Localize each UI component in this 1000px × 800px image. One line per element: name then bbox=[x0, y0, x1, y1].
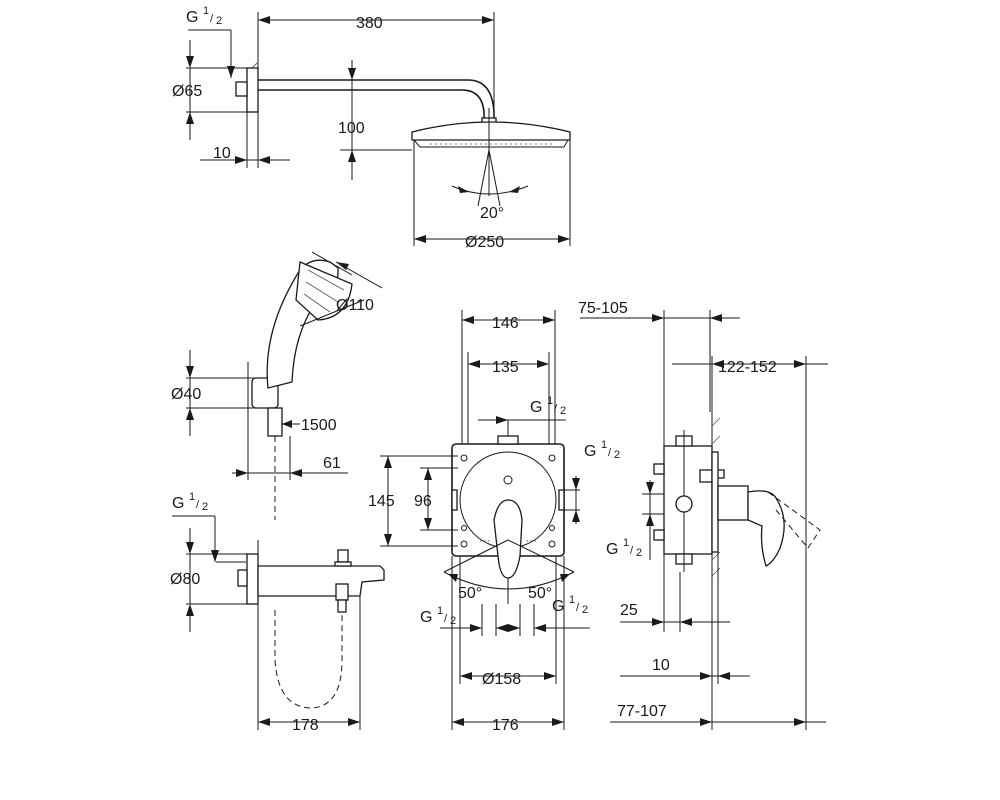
bottom-right-thread-slash: / bbox=[576, 602, 580, 614]
head-tilt-label: 20° bbox=[480, 205, 504, 222]
mixer-side-view: 75-105 122-152 G 1 / 2 25 10 77-107 bbox=[578, 300, 828, 730]
bottom-left-thread-label: G bbox=[420, 609, 432, 626]
bottom-left-thread-num: 1 bbox=[437, 605, 443, 617]
rosette-dia-label: Ø158 bbox=[482, 671, 521, 688]
head-thread-den: 2 bbox=[216, 15, 222, 27]
arm-length-label: 380 bbox=[356, 15, 383, 32]
spout-thread-slash: / bbox=[196, 499, 200, 511]
hand-shower-view: Ø110 Ø40 1500 61 bbox=[171, 251, 383, 520]
bottom-right-thread-den: 2 bbox=[582, 604, 588, 616]
bottom-right-thread-num: 1 bbox=[569, 594, 575, 606]
box-width-label: 146 bbox=[492, 315, 519, 332]
right-thread-num: 1 bbox=[601, 439, 607, 451]
total-depth-label: 77-107 bbox=[617, 703, 667, 720]
spout-thread-num: 1 bbox=[189, 491, 195, 503]
head-thread-label: G bbox=[186, 9, 198, 26]
top-thread-den: 2 bbox=[560, 405, 566, 417]
box-height-label: 145 bbox=[368, 493, 395, 510]
bottom-right-thread-label: G bbox=[552, 598, 564, 615]
wall-offset-label: 25 bbox=[620, 602, 638, 619]
head-thread-slash: / bbox=[210, 13, 214, 25]
spout-thread-label: G bbox=[172, 495, 184, 512]
box-inner-height-label: 96 bbox=[414, 493, 432, 510]
side-thread-slash: / bbox=[630, 545, 634, 557]
flange-depth-label: 10 bbox=[213, 145, 231, 162]
right-thread-label: G bbox=[584, 443, 596, 460]
head-shower-view: G 1 / 2 380 Ø65 100 10 20° Ø250 bbox=[172, 5, 571, 251]
angle-left-label: 50° bbox=[458, 585, 482, 602]
top-thread-label: G bbox=[530, 399, 542, 416]
bath-spout-view: G 1 / 2 Ø80 178 bbox=[170, 491, 385, 734]
head-thread-num: 1 bbox=[203, 5, 209, 17]
right-thread-slash: / bbox=[608, 447, 612, 459]
bottom-left-thread-slash: / bbox=[444, 613, 448, 625]
hand-dia-label: Ø110 bbox=[336, 297, 374, 314]
spout-thread-den: 2 bbox=[202, 501, 208, 513]
trim-depth-label: 10 bbox=[652, 657, 670, 674]
top-thread-num: 1 bbox=[547, 395, 553, 407]
side-thread-den: 2 bbox=[636, 547, 642, 559]
mixer-front-view: 146 135 G 1 / 2 145 96 G 1 / 2 50° 50° G… bbox=[368, 310, 620, 734]
projection-label: 122-152 bbox=[718, 359, 777, 376]
flange-dia-label: Ø65 bbox=[172, 83, 202, 100]
install-depth-label: 75-105 bbox=[578, 300, 628, 317]
right-thread-den: 2 bbox=[614, 449, 620, 461]
angle-right-label: 50° bbox=[528, 585, 552, 602]
hose-length-label: 1500 bbox=[301, 417, 337, 434]
side-thread-label: G bbox=[606, 541, 618, 558]
rosette-width-label: 176 bbox=[492, 717, 519, 734]
bottom-left-thread-den: 2 bbox=[450, 615, 456, 627]
holder-depth-label: 61 bbox=[323, 455, 341, 472]
top-thread-slash: / bbox=[554, 403, 558, 415]
head-drop-label: 100 bbox=[338, 120, 365, 137]
holder-dia-label: Ø40 bbox=[171, 386, 201, 403]
spout-length-label: 178 bbox=[292, 717, 319, 734]
box-inner-width-label: 135 bbox=[492, 359, 519, 376]
head-dia-label: Ø250 bbox=[465, 234, 504, 251]
side-thread-num: 1 bbox=[623, 537, 629, 549]
spout-flange-dia-label: Ø80 bbox=[170, 571, 200, 588]
